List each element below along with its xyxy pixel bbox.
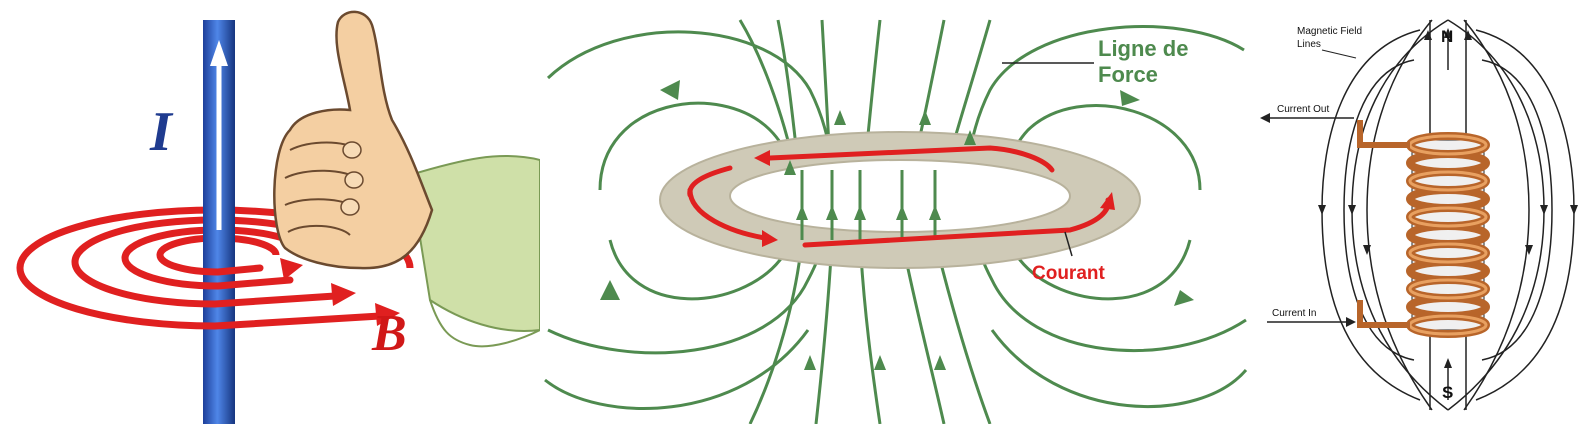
field-line-label-line1: Ligne de bbox=[1098, 36, 1188, 61]
solenoid-diagram: Magnetic Field Lines Current Out Current… bbox=[1260, 19, 1578, 411]
solenoid-coil bbox=[1357, 120, 1490, 338]
solenoid-field-arrowheads bbox=[1318, 28, 1578, 368]
current-in-label: Current In bbox=[1272, 308, 1316, 319]
magnetic-field-circles-front bbox=[16, 251, 384, 330]
solenoid-panel: Magnetic Field Lines Current Out Current… bbox=[1252, 0, 1582, 424]
current-in-arrow bbox=[1267, 317, 1356, 327]
field-line-label-line2: Force bbox=[1098, 62, 1158, 87]
current-loop-diagram: Ligne de Force Courant bbox=[544, 19, 1248, 424]
current-out-label: Current Out bbox=[1277, 104, 1329, 115]
current-label-pointer bbox=[1064, 231, 1073, 257]
hand-thumbs-up-icon bbox=[273, 10, 540, 348]
current-out-arrow bbox=[1260, 113, 1354, 123]
current-label-courant: Courant bbox=[1032, 263, 1106, 284]
field-lines-label-pointer bbox=[1321, 49, 1357, 59]
north-pole-label: N bbox=[1441, 27, 1453, 46]
field-label-B: B bbox=[371, 305, 407, 362]
current-label-I: I bbox=[149, 101, 174, 163]
field-lines-label-line1: Magnetic Field bbox=[1297, 26, 1362, 37]
field-arrowheads bbox=[600, 80, 1194, 370]
current-arrowheads bbox=[754, 150, 1115, 247]
current-loop-panel: Ligne de Force Courant bbox=[540, 0, 1252, 424]
right-hand-rule-panel: I B bbox=[0, 0, 540, 424]
field-direction-arrowheads bbox=[280, 258, 400, 326]
current-direction-arrow bbox=[210, 40, 228, 230]
right-hand-rule-diagram: I B bbox=[16, 10, 540, 424]
field-lines-label-line2: Lines bbox=[1297, 39, 1321, 50]
south-pole-label: S bbox=[1442, 383, 1453, 402]
